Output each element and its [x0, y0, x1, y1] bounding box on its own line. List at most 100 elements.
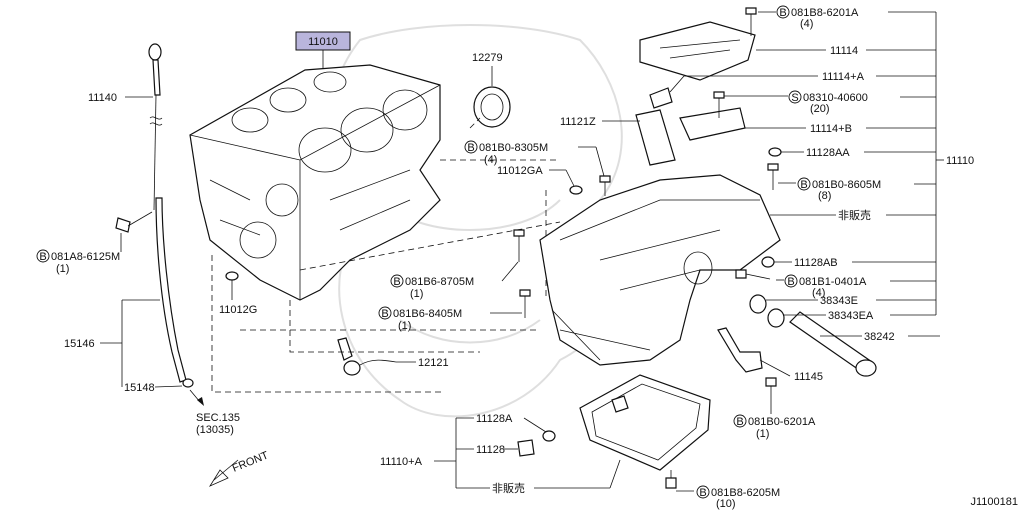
oil-pan-lower[interactable] [579, 374, 711, 471]
svg-text:11121Z: 11121Z [560, 116, 596, 128]
label-11121Z: 11121Z [560, 116, 640, 128]
svg-text:11128A: 11128A [476, 413, 513, 425]
label-11110A: 11110+A [380, 418, 457, 488]
dipstick[interactable] [148, 43, 163, 211]
svg-text:081B0-6201A: 081B0-6201A [748, 416, 816, 428]
label-11140: 11140 [88, 92, 153, 104]
plug-11128AB[interactable] [761, 256, 775, 268]
bolt-081B0-6201A[interactable] [765, 377, 777, 404]
svg-text:B: B [736, 416, 743, 428]
svg-text:15146: 15146 [64, 338, 95, 350]
bolt-081A8-6125M[interactable] [115, 211, 153, 233]
tube-38242[interactable] [789, 311, 877, 377]
oil-pan-upper[interactable] [539, 174, 781, 366]
label-12121: 12121 [396, 357, 449, 369]
svg-text:B: B [699, 487, 706, 499]
svg-text:(8): (8) [818, 190, 831, 202]
sec-135-reference[interactable]: SEC.135 (13035) [189, 389, 240, 436]
label-11145: 11145 [759, 359, 823, 383]
bolt-081B1-0401A[interactable] [735, 269, 771, 280]
baffle-plate[interactable] [635, 21, 756, 166]
svg-text:(20): (20) [810, 103, 830, 115]
svg-text:11128AB: 11128AB [794, 257, 838, 269]
svg-text:非販売: 非販売 [492, 482, 525, 495]
label-11114B: 11114+B [745, 123, 936, 135]
svg-text:FRONT: FRONT [231, 449, 271, 474]
label-11110: 11110 [935, 12, 974, 315]
svg-text:12279: 12279 [472, 52, 503, 64]
plug-11128AA[interactable] [768, 147, 782, 157]
svg-text:(1): (1) [410, 288, 423, 300]
label-11128: 11128 [456, 444, 518, 456]
svg-text:B: B [787, 276, 794, 288]
bolt-081B0-8605M[interactable] [767, 163, 779, 190]
svg-text:非販売: 非販売 [838, 209, 871, 222]
label-081B0-6201A: B 081B0-6201A (1) [733, 404, 816, 440]
label-15148: 15148 [124, 382, 183, 394]
svg-text:081B6-8705M: 081B6-8705M [405, 276, 474, 288]
cylinder-block[interactable] [189, 64, 441, 301]
svg-text:B: B [393, 276, 400, 288]
svg-text:11114+A: 11114+A [822, 71, 865, 83]
svg-text:J1100181: J1100181 [970, 496, 1018, 508]
front-direction-arrow: FRONT [208, 449, 271, 487]
label-38343EA: 38343EA [784, 310, 936, 322]
washer-11012G[interactable] [225, 271, 239, 300]
plug-11128[interactable] [517, 439, 535, 457]
svg-text:(10): (10) [716, 498, 736, 510]
svg-text:(1): (1) [56, 263, 69, 275]
svg-text:S: S [791, 92, 798, 104]
svg-text:B: B [467, 142, 474, 154]
label-081B0-8305M: B 081B0-8305M (4) [464, 140, 605, 177]
rear-oil-seal[interactable] [473, 86, 511, 128]
svg-text:11010: 11010 [308, 36, 338, 48]
main-part-label[interactable]: 11010 [295, 31, 351, 70]
bolt-081B8-6205M[interactable] [665, 470, 677, 489]
svg-text:11140: 11140 [88, 92, 117, 104]
svg-text:11012G: 11012G [219, 304, 257, 316]
label-081B6-8405M: B 081B6-8405M (1) [378, 306, 522, 332]
label-not-sold-lower: 非販売 [456, 459, 621, 495]
svg-text:12121: 12121 [418, 357, 449, 369]
o-ring-38343E[interactable] [749, 294, 767, 314]
sensor-12121[interactable] [337, 337, 397, 376]
bolt-08310-40600[interactable] [713, 91, 725, 118]
bolt-081B6-8705M[interactable] [513, 229, 525, 262]
label-11128AB: 11128AB [774, 257, 936, 269]
svg-text:11012GA: 11012GA [497, 165, 543, 177]
label-11012GA: 11012GA [497, 165, 575, 187]
svg-text:081B0-8605M: 081B0-8605M [812, 179, 881, 191]
svg-text:081A8-6125M: 081A8-6125M [51, 251, 120, 263]
label-11114A: 11114+A [669, 71, 936, 93]
washer-11012GA[interactable] [569, 185, 583, 195]
svg-text:B: B [779, 7, 786, 19]
svg-text:(4): (4) [812, 287, 825, 299]
label-11128AA: 11128AA [781, 147, 936, 159]
o-ring-38343EA[interactable] [767, 308, 785, 328]
svg-text:081B8-6205M: 081B8-6205M [711, 487, 780, 499]
plug-11128A[interactable] [542, 430, 556, 442]
dipstick-tube[interactable] [155, 197, 194, 388]
bracket-11145[interactable] [717, 327, 763, 373]
svg-text:11128AA: 11128AA [806, 147, 850, 159]
svg-text:081B8-6201A: 081B8-6201A [791, 7, 859, 19]
svg-text:081B1-0401A: 081B1-0401A [799, 276, 867, 288]
label-081B6-8705M: B 081B6-8705M (1) [390, 261, 519, 300]
svg-text:11114+B: 11114+B [810, 123, 852, 135]
svg-text:B: B [39, 251, 46, 263]
svg-text:081B6-8405M: 081B6-8405M [393, 308, 462, 320]
svg-text:11110: 11110 [946, 155, 974, 167]
label-081B8-6201A: B 081B8-6201A (4) [758, 5, 936, 30]
label-081A8-6125M: B 081A8-6125M (1) [36, 233, 122, 275]
bolt-081B0-8305M[interactable] [599, 175, 611, 196]
svg-text:B: B [800, 179, 807, 191]
svg-text:081B0-8305M: 081B0-8305M [479, 142, 548, 154]
label-11114: 11114 [756, 45, 936, 57]
svg-text:38242: 38242 [864, 331, 895, 343]
svg-text:15148: 15148 [124, 382, 155, 394]
bolt-081B6-8405M[interactable] [519, 289, 531, 318]
label-081B1-0401A: B 081B1-0401A (4) [776, 274, 936, 299]
label-not-sold-upper: 非販売 [770, 209, 936, 222]
bolt-081B8-6201A-top[interactable] [745, 7, 757, 36]
